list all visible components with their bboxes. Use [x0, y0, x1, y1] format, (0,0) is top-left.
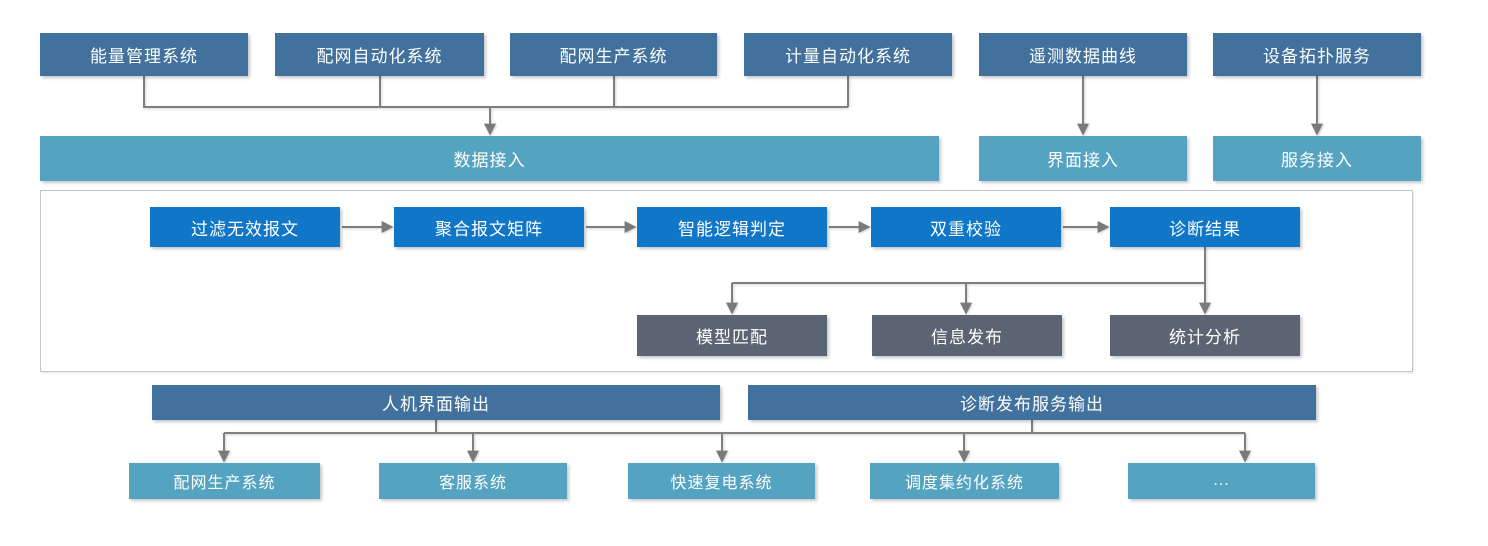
source-box-telemetry-curve: 遥测数据曲线: [979, 33, 1187, 76]
step-aggregate-message-matrix: 聚合报文矩阵: [394, 207, 584, 247]
step-double-verification: 双重校验: [871, 207, 1061, 247]
output-header-hmi: 人机界面输出: [152, 385, 720, 420]
top-trunk-connector: [143, 76, 1323, 136]
analysis-box-statistics: 统计分析: [1110, 315, 1300, 356]
access-box-data: 数据接入: [40, 136, 939, 181]
consumer-box-dispatch-intensive: 调度集约化系统: [870, 463, 1059, 499]
source-box-device-topology: 设备拓扑服务: [1213, 33, 1421, 76]
step-intelligent-logic-judgment: 智能逻辑判定: [637, 207, 827, 247]
consumer-box-fast-restoration: 快速复电系统: [628, 463, 815, 499]
source-box-metering-automation: 计量自动化系统: [744, 33, 952, 76]
step-filter-invalid-messages: 过滤无效报文: [150, 207, 340, 247]
access-box-service: 服务接入: [1213, 136, 1421, 181]
analysis-box-info-publish: 信息发布: [872, 315, 1062, 356]
consumer-box-more: ...: [1128, 463, 1315, 499]
source-box-distribution-production: 配网生产系统: [510, 33, 717, 76]
consumer-box-distribution-production: 配网生产系统: [129, 463, 320, 499]
output-header-diagnosis-service: 诊断发布服务输出: [748, 385, 1316, 420]
output-branch-connector: [218, 420, 1251, 463]
source-box-distribution-automation: 配网自动化系统: [275, 33, 484, 76]
analysis-box-model-matching: 模型匹配: [637, 315, 827, 356]
consumer-box-customer-service: 客服系统: [379, 463, 567, 499]
source-box-energy-management: 能量管理系统: [40, 33, 248, 76]
step-diagnosis-result: 诊断结果: [1110, 207, 1300, 247]
access-box-interface: 界面接入: [979, 136, 1187, 181]
